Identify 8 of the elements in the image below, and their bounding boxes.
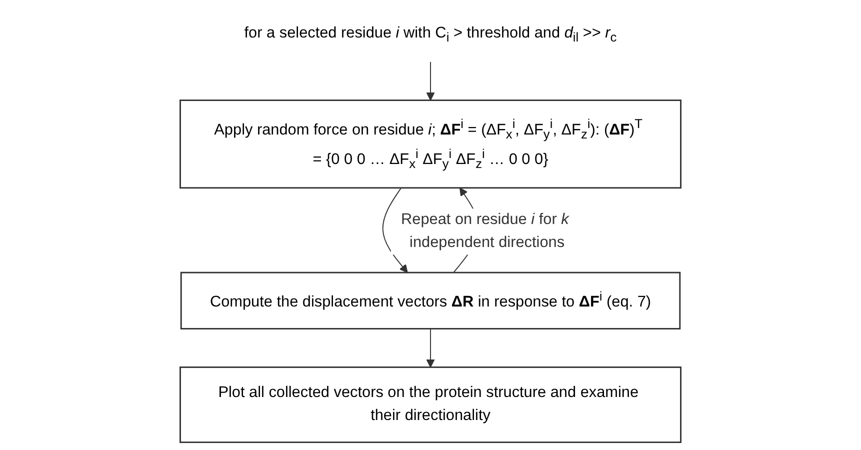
arrow (426, 61, 435, 101)
node-box: Plot all collected vectors on the protein structure and examine their directionality (180, 366, 682, 444)
arrow (382, 187, 408, 273)
arrow (426, 328, 435, 368)
node-text: for a selected residue i with C$_{i}$ > threshold and d$_{il}$ >> r$_{c}$ (244, 25, 617, 44)
node-box: Compute the displacement vectors ΔR in response to ΔF$^{i}$ (eq. 7) (180, 272, 681, 330)
node-box: Apply random force on residue i; ΔF$^{i}$ = (ΔF$_{x}$$^{i}$, ΔF$_{y}$$^{i}$, ΔF$_{z}$$^{i}$): (ΔF)$^{T}$ = {0 0 0 … ΔF$_{x}$$^{i}$ ΔF$_{y}$$^{i}$ ΔF$_{z}$$^{i}$ … 0 0 0} (180, 100, 682, 189)
edge-label: Repeat on residue i for k independent directions (401, 211, 569, 251)
